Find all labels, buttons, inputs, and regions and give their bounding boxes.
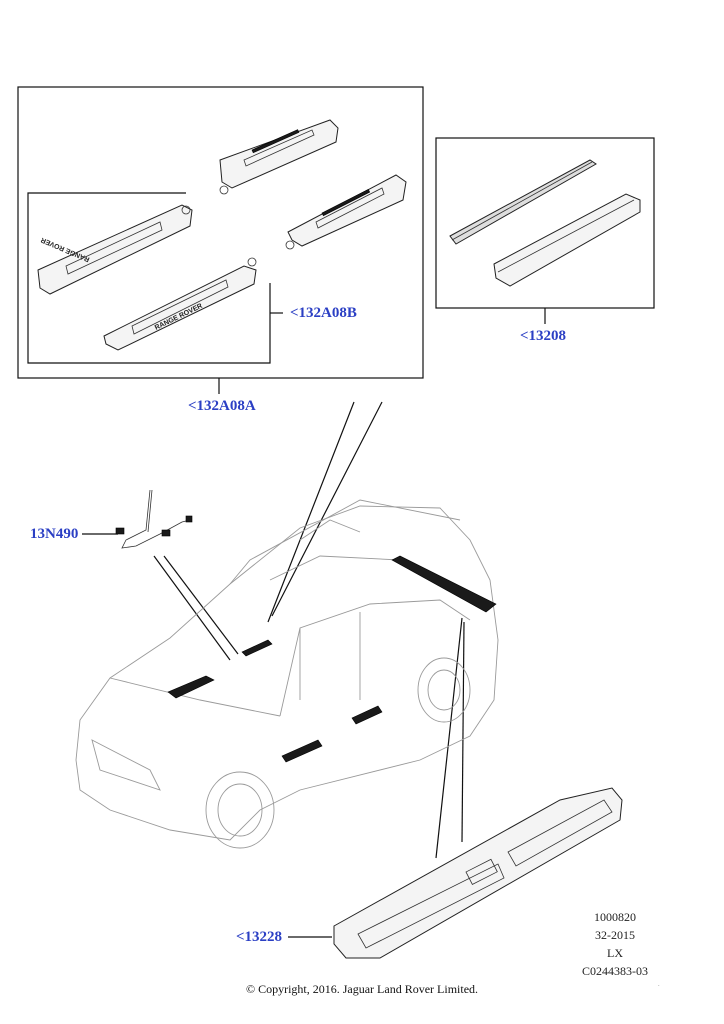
rear-treadplate-13228 xyxy=(333,787,623,959)
sill-trim-lower xyxy=(493,193,641,287)
kit-132A08B-frame xyxy=(27,192,271,364)
callout-132A08A[interactable]: <132A08A xyxy=(188,398,256,414)
callout-132A08B[interactable]: <132A08B xyxy=(290,305,357,321)
corner-mark: . xyxy=(658,982,660,988)
sill-trim-upper xyxy=(449,159,597,245)
treadplate-front-left xyxy=(219,119,339,195)
vehicle-outline xyxy=(75,499,499,849)
callout-13N490[interactable]: 13N490 xyxy=(30,526,79,542)
info-code-4: C0244383-03 xyxy=(582,964,648,978)
harness-13N490 xyxy=(115,489,193,549)
info-code-2: 32-2015 xyxy=(595,928,635,942)
info-code-1: 1000820 xyxy=(594,910,636,924)
kit-132A08A-frame xyxy=(17,86,424,379)
vehicle-part-highlights xyxy=(167,555,497,763)
info-code-3: LX xyxy=(607,946,623,960)
callout-13228[interactable]: <13228 xyxy=(236,929,283,945)
treadplate-front-right xyxy=(285,174,407,250)
treadplate-branded-rear: RANGE ROVER xyxy=(37,204,193,295)
treadplate-branded-front: RANGE ROVER xyxy=(103,257,257,351)
copyright-notice: © Copyright, 2016. Jaguar Land Rover Lim… xyxy=(245,982,479,996)
callout-13208[interactable]: <13208 xyxy=(520,328,567,344)
